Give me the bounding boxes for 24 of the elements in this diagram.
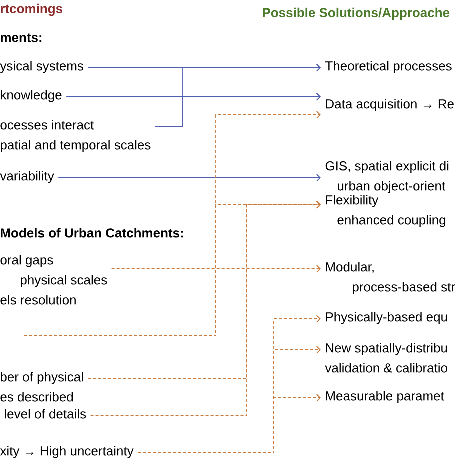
- shortcoming-text: ocesses interact patial and temporal scales: [0, 120, 151, 152]
- solution-text: Physically-based equ: [326, 312, 448, 324]
- arrow: [111, 265, 321, 273]
- arrow: [138, 394, 321, 454]
- shortcoming-text: xity → High uncertainty: [0, 446, 134, 458]
- shortcoming-text: oral gaps physical scales els resolution: [0, 255, 108, 305]
- section-heading: Models of Urban Catchments:: [1, 228, 184, 238]
- shortcoming-text: knowledge: [1, 90, 62, 102]
- solution-text: GIS, spatial explicit di urban object-orient: [326, 161, 449, 194]
- solution-text: New spatially-distribu validation & calibratio: [325, 343, 448, 373]
- column-heading: rtcomings: [1, 4, 62, 16]
- arrow: [154, 93, 321, 128]
- arrow: [58, 174, 321, 182]
- shortcoming-text: ysical systems: [0, 61, 84, 74]
- solution-text: Measurable paramet: [326, 391, 444, 404]
- section-heading: ments:: [1, 34, 42, 42]
- solution-text: Flexibility enhanced coupling: [326, 195, 446, 228]
- solution-text: Theoretical processes: [326, 61, 452, 74]
- column-heading: Possible Solutions/Approache: [263, 8, 450, 20]
- solution-text: Data acquisition → Re: [326, 99, 454, 112]
- solution-text: Modular, process-based str: [326, 262, 456, 294]
- shortcoming-text: variability: [0, 171, 54, 184]
- arrow: [90, 201, 321, 416]
- shortcoming-text: level of details: [5, 409, 86, 419]
